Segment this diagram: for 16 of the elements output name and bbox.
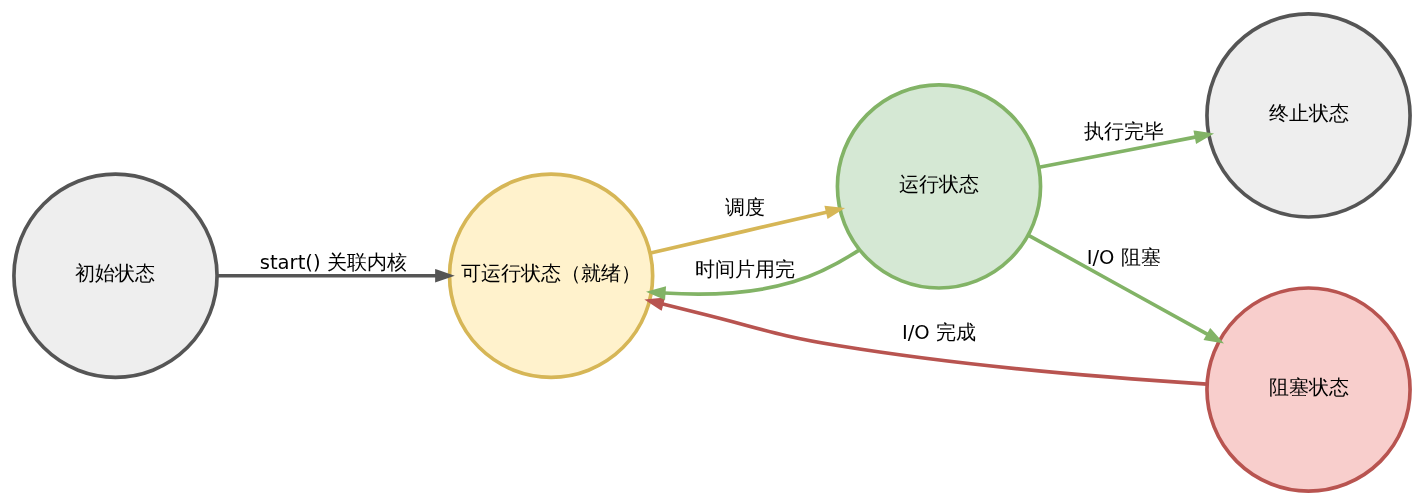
edge-label: start() 关联内核 — [259, 250, 407, 274]
node-circle: 运行状态 — [835, 82, 1043, 290]
arrow — [1038, 129, 1215, 169]
edge-label: 调度 — [725, 195, 766, 219]
node-circle: 可运行状态（就绪） — [447, 171, 655, 379]
arrow — [1027, 232, 1224, 343]
node-circle: 终止状态 — [1205, 11, 1412, 219]
arrow — [646, 247, 861, 300]
edge-label: I/O 完成 — [901, 320, 976, 344]
node-circle: 初始状态 — [12, 171, 219, 379]
arrow — [644, 297, 1207, 386]
edge-label: I/O 阻塞 — [1086, 245, 1161, 269]
arrow — [650, 205, 846, 255]
edge-label: 时间片用完 — [695, 257, 796, 280]
arrow — [217, 268, 455, 283]
edge-label: 执行完毕 — [1083, 119, 1164, 143]
